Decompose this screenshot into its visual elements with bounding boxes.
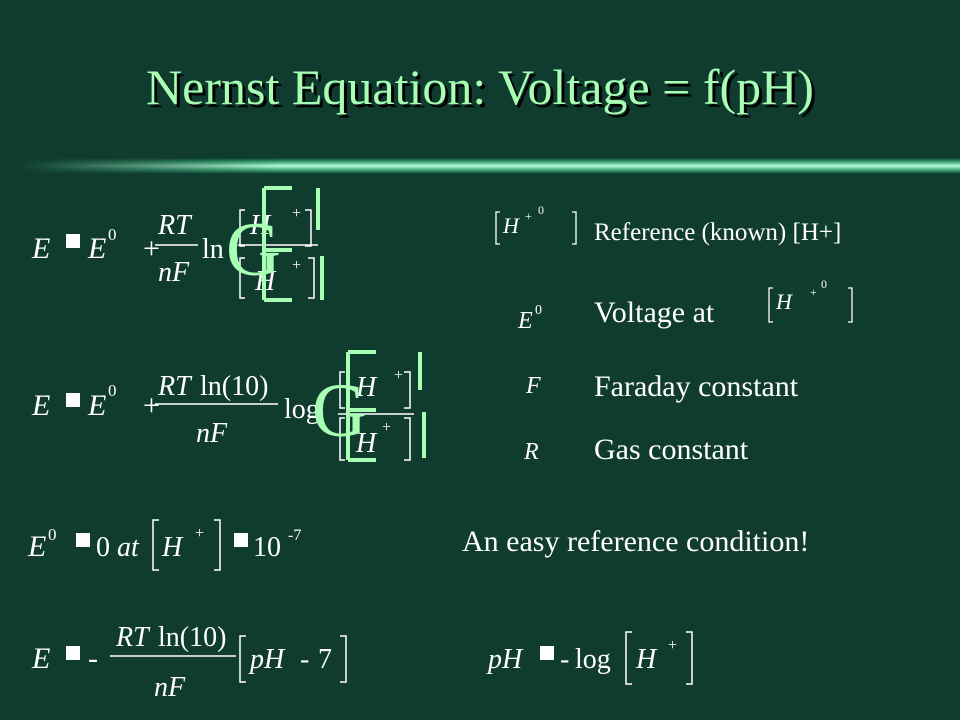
- nernst-equation-2: E E 0 + RT ln(10) nF log H + H +: [31, 350, 426, 462]
- svg-text:RT: RT: [157, 210, 193, 241]
- svg-text:log: log: [575, 644, 611, 675]
- svg-text:0: 0: [108, 381, 117, 400]
- title-divider-fade: [20, 158, 280, 174]
- svg-text:H: H: [161, 532, 184, 563]
- svg-text:ln(10): ln(10): [158, 622, 226, 653]
- legend-symbol-h-ref: H + 0: [495, 203, 577, 245]
- svg-text:+: +: [382, 419, 391, 436]
- reference-condition-equation: E 0 0 at H + 10 -7: [27, 519, 301, 571]
- svg-text:G: G: [226, 208, 281, 292]
- svg-text:+: +: [292, 257, 301, 274]
- legend-text-reference: Reference (known) [H+]: [594, 219, 842, 246]
- svg-text:+: +: [525, 209, 532, 223]
- svg-text:E: E: [517, 308, 533, 334]
- svg-text:E: E: [27, 530, 46, 563]
- svg-text:E: E: [31, 232, 50, 265]
- svg-text:E: E: [31, 389, 50, 422]
- nernst-equation-1: E E 0 + RT nF ln H + H + G: [31, 186, 324, 302]
- svg-text:+: +: [668, 637, 677, 654]
- svg-text:-7: -7: [288, 527, 301, 544]
- svg-text:nF: nF: [196, 418, 228, 449]
- svg-text:10: 10: [253, 532, 281, 563]
- svg-text:H: H: [355, 428, 378, 459]
- svg-text:+: +: [143, 232, 160, 265]
- svg-text:H: H: [775, 289, 793, 314]
- svg-text:E: E: [87, 232, 106, 265]
- svg-text:E: E: [87, 389, 106, 422]
- svg-text:pH: pH: [486, 644, 524, 675]
- svg-text:+: +: [292, 205, 301, 222]
- slide-title: Nernst Equation: Voltage = f(pH): [146, 59, 814, 115]
- svg-text:log: log: [284, 394, 320, 425]
- svg-text:0: 0: [108, 225, 117, 244]
- svg-text:H: H: [502, 213, 520, 238]
- svg-text:ln(10): ln(10): [200, 371, 268, 402]
- svg-text:0: 0: [535, 303, 542, 318]
- svg-text:H: H: [635, 644, 658, 675]
- svg-text:G: G: [312, 369, 367, 453]
- legend-symbol-f: F: [525, 373, 541, 399]
- svg-text:0: 0: [821, 277, 827, 291]
- svg-text:0: 0: [48, 525, 57, 544]
- reference-condition-note: An easy reference condition!: [462, 525, 810, 558]
- svg-text:0: 0: [96, 532, 110, 563]
- svg-text:ln: ln: [202, 234, 224, 265]
- legend-symbol-e0: E 0: [517, 303, 542, 334]
- legend-text-gas-constant: Gas constant: [594, 433, 749, 466]
- svg-text:F: F: [525, 373, 541, 399]
- legend-symbol-r: R: [523, 439, 539, 465]
- svg-text:H: H: [249, 210, 272, 241]
- legend-text-faraday: Faraday constant: [594, 370, 799, 403]
- ph-voltage-equation: E - RT ln(10) nF pH - 7: [31, 622, 347, 703]
- svg-text:RT: RT: [115, 622, 151, 653]
- svg-text:7: 7: [318, 644, 332, 675]
- svg-text:nF: nF: [158, 257, 190, 288]
- svg-text:pH: pH: [248, 644, 286, 675]
- svg-text:at: at: [117, 532, 140, 563]
- legend-text-voltage-at: Voltage at: [594, 296, 715, 329]
- svg-text:nF: nF: [154, 672, 186, 703]
- svg-text:+: +: [810, 285, 817, 299]
- svg-text:+: +: [195, 525, 204, 542]
- svg-text:H: H: [355, 372, 378, 403]
- svg-text:-: -: [300, 644, 309, 675]
- svg-text:+: +: [394, 367, 403, 384]
- legend-symbol-h-ref-inline: H + 0: [768, 277, 853, 323]
- ph-definition-equation: pH - log H +: [486, 631, 693, 685]
- svg-text:+: +: [143, 389, 160, 422]
- svg-text:RT: RT: [157, 371, 193, 402]
- svg-text:E: E: [31, 642, 50, 675]
- svg-text:R: R: [523, 439, 539, 465]
- svg-text:0: 0: [538, 203, 544, 217]
- svg-text:-: -: [560, 644, 569, 675]
- svg-text:-: -: [88, 642, 98, 675]
